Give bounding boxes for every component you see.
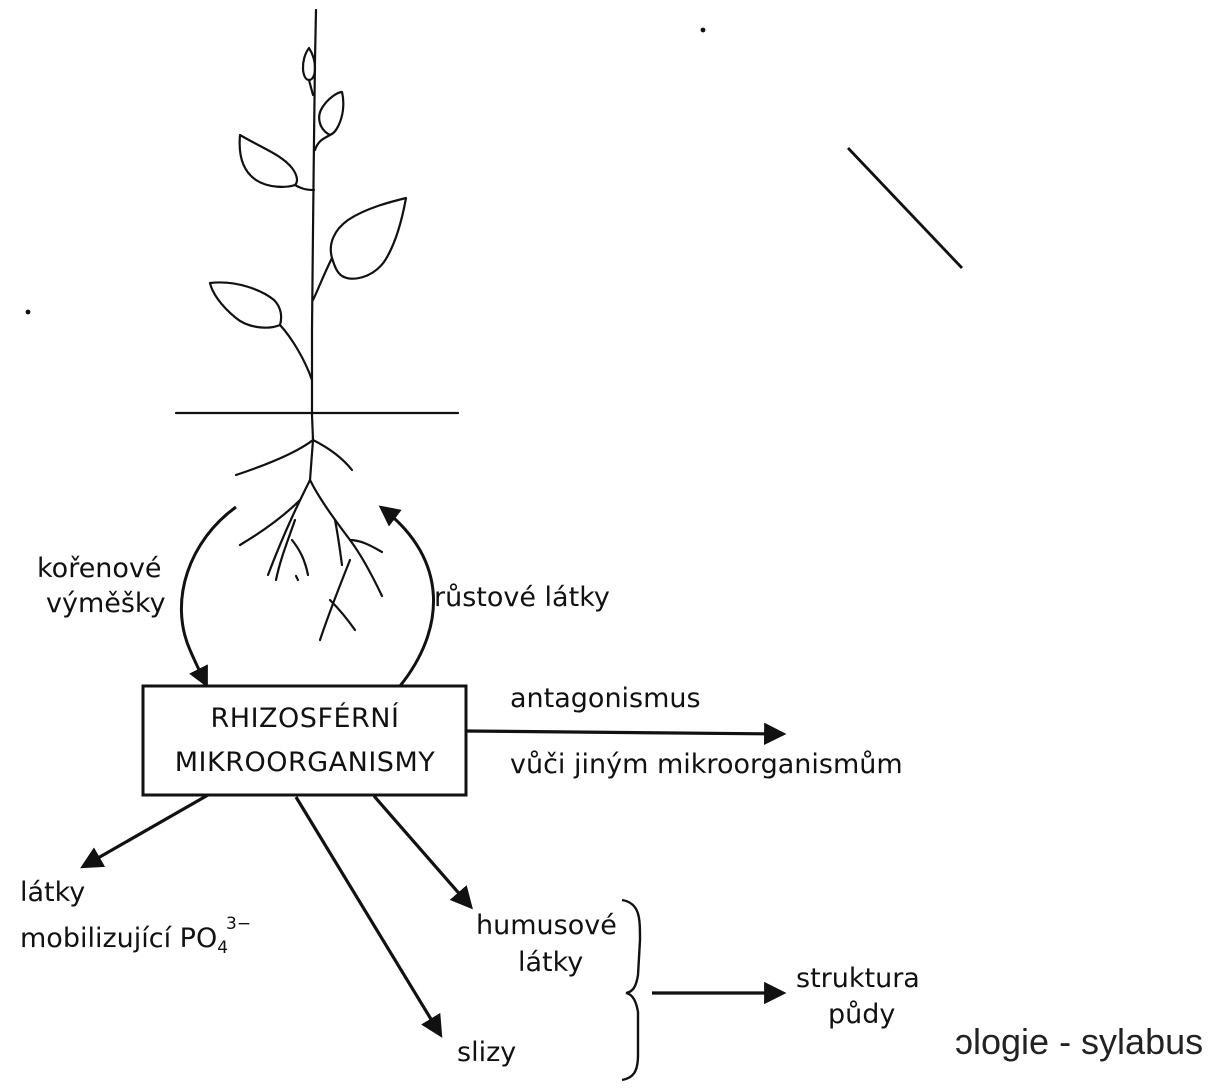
label-phosphate-1: látky [20, 877, 85, 908]
label-antagonism-1: antagonismus [510, 683, 701, 714]
plant-leaf [331, 198, 406, 279]
arrow-mucus [296, 797, 440, 1034]
footer-caption: ɔlogie - sylabus [955, 1021, 1203, 1063]
arrow-root-exudates [181, 507, 236, 684]
label-phosphate-2: mobilizující PO4 3− [20, 914, 251, 958]
plant-leaf [240, 135, 297, 187]
plant-leaf [315, 135, 330, 150]
plant-leaf [319, 92, 343, 135]
speck [701, 28, 706, 33]
arrow-antagonism [466, 731, 782, 734]
arrow-growth-substances [382, 508, 434, 686]
label-antagonism-2: vůči jiným mikroorganismům [510, 749, 903, 780]
plant-leaf [210, 282, 281, 327]
plant-roots [236, 415, 313, 475]
box-label-line2: MIKROORGANISMY [175, 747, 435, 778]
label-growth-substances: růstové látky [434, 582, 610, 613]
label-phosphate-prefix: mobilizující PO [20, 923, 217, 954]
arrow-humus [374, 796, 470, 906]
label-root-exudates-1: kořenové [37, 553, 162, 584]
diagonal-line [848, 148, 962, 268]
label-root-exudates-2: výměšky [46, 588, 166, 619]
speck [26, 310, 31, 315]
plant-bud [303, 48, 315, 80]
label-phosphate-subscript: 4 [217, 938, 228, 958]
label-soil-structure-1: struktura [796, 963, 920, 994]
label-phosphate-superscript: 3− [226, 914, 251, 934]
label-soil-structure-2: půdy [828, 999, 895, 1030]
label-humus-1: humusové [476, 910, 617, 941]
arrow-phosphate [84, 795, 208, 866]
label-humus-2: látky [518, 947, 583, 978]
label-mucus: slizy [457, 1037, 516, 1068]
box-label-line1: RHIZOSFÉRNÍ [211, 702, 400, 734]
curly-brace [622, 900, 640, 1080]
